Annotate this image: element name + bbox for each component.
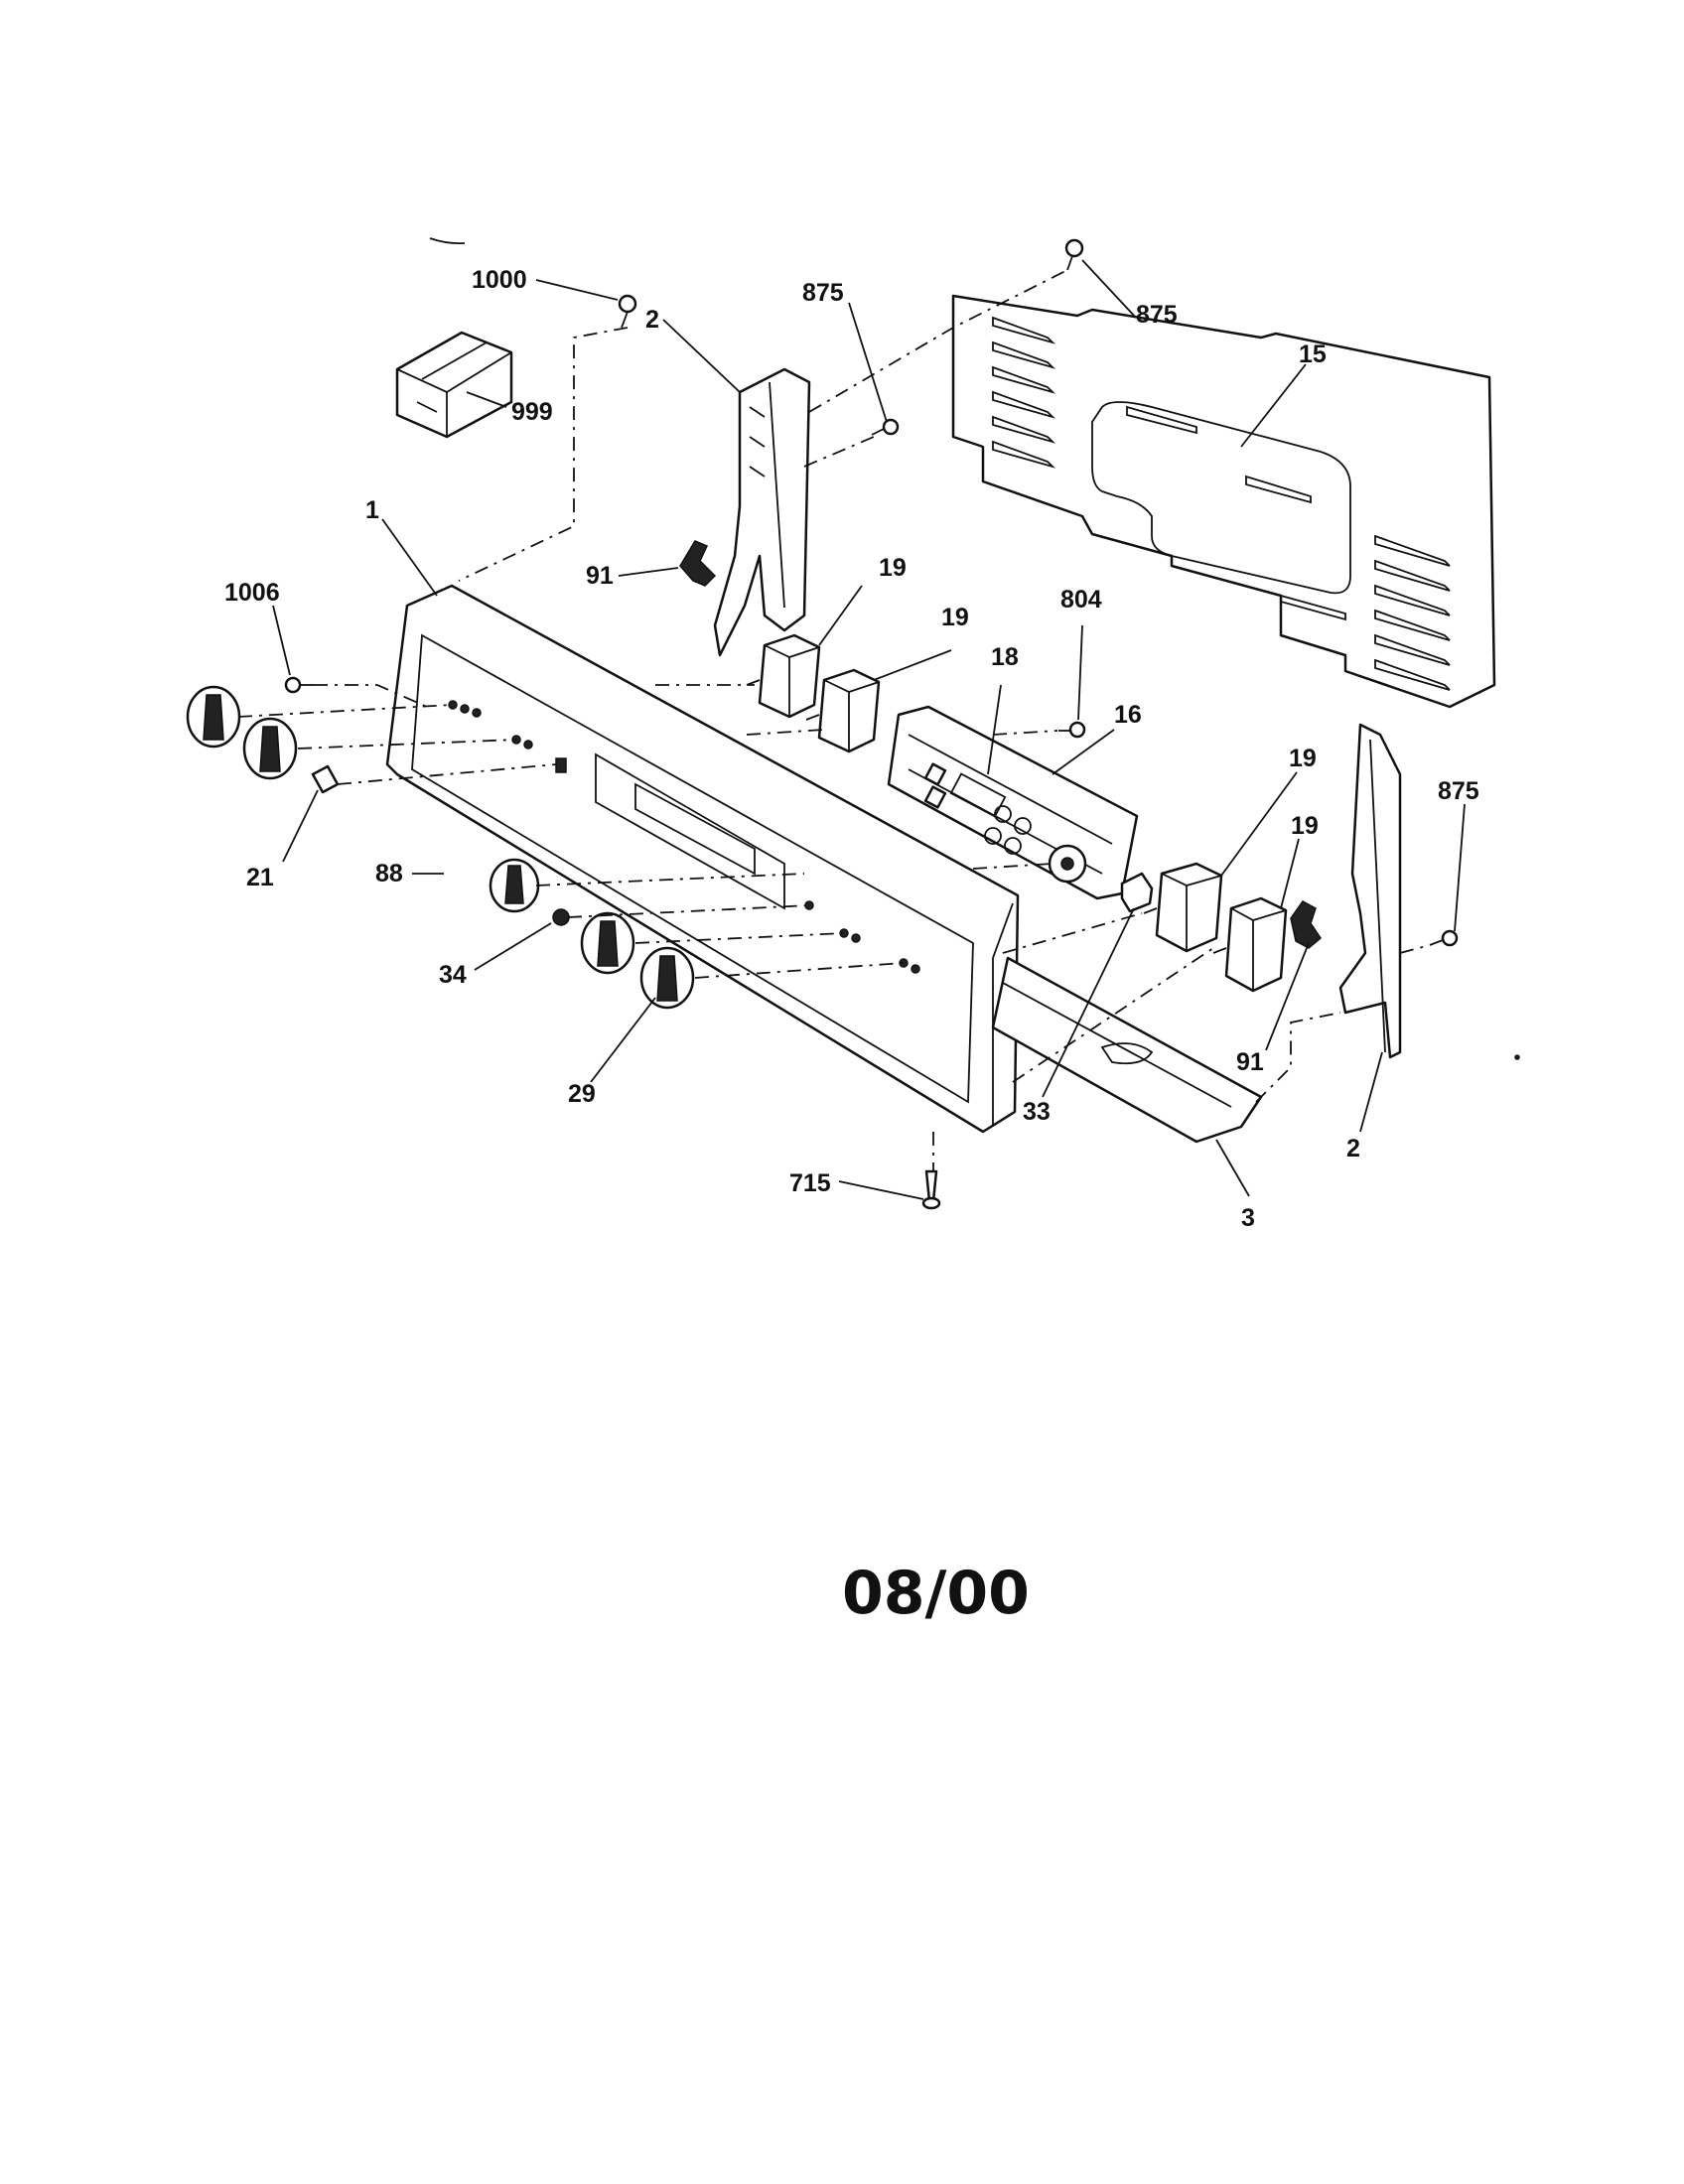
part-2-side-bracket-bottom: [1338, 723, 1402, 1059]
callout-15: 15: [1299, 341, 1327, 368]
callout-804: 804: [1060, 586, 1102, 614]
stray-dot: [1514, 1054, 1520, 1060]
callout-29: 29: [568, 1080, 596, 1108]
part-1-console-panel: [385, 584, 1020, 1134]
leader-lines: [272, 259, 1466, 1200]
part-29-knob: [639, 946, 695, 1010]
part-999-box: [395, 331, 513, 439]
assembly-lines: [237, 269, 1431, 1171]
callout-19-c: 19: [1289, 745, 1317, 772]
part-91-clip-bottom: [1290, 900, 1322, 949]
revision-date: 08/00: [842, 1559, 1030, 1628]
callout-16: 16: [1114, 701, 1142, 729]
callout-875-a: 875: [802, 279, 844, 307]
part-804-screw: [1058, 721, 1086, 739]
part-34-nut: [552, 908, 570, 926]
part-19-switch-b: [805, 668, 881, 753]
part-19-switch-d: [1212, 896, 1288, 993]
callout-3: 3: [1241, 1204, 1255, 1232]
callout-2-bottom: 2: [1346, 1135, 1360, 1162]
part-875-screw-b: [1064, 238, 1084, 271]
callout-91-a: 91: [586, 562, 614, 590]
callout-1: 1: [365, 496, 379, 524]
part-2-side-bracket-top: [713, 367, 811, 657]
callout-21: 21: [246, 864, 274, 891]
callout-875-b: 875: [1136, 301, 1178, 329]
knob-upper-left-2: [242, 717, 298, 780]
callout-2-top: 2: [645, 306, 659, 334]
callout-875-c: 875: [1438, 777, 1479, 805]
part-16-control-board: [887, 705, 1139, 900]
part-15-rear-panel: [951, 294, 1496, 709]
part-1006-screw: [284, 676, 314, 694]
callout-1006: 1006: [224, 579, 280, 607]
callout-715: 715: [789, 1169, 831, 1197]
knob-lower-1: [489, 858, 540, 913]
callout-34: 34: [439, 961, 467, 989]
callout-1000: 1000: [472, 266, 527, 294]
knob-upper-left-1: [186, 685, 241, 749]
part-3-lower-trim: [991, 956, 1263, 1144]
part-19-switch-a: [746, 633, 821, 719]
callout-19-d: 19: [1291, 812, 1319, 840]
stray-mark: [429, 237, 466, 245]
part-21-switch-knob: [311, 764, 340, 794]
part-19-switch-c: [1143, 862, 1223, 953]
part-33-connector: [1120, 872, 1154, 913]
part-91-clip-top: [679, 540, 717, 587]
part-875-screw-c: [1429, 929, 1459, 947]
callout-18: 18: [991, 643, 1019, 671]
callout-91-b: 91: [1236, 1048, 1264, 1076]
callout-19-a: 19: [879, 554, 907, 582]
callout-19-b: 19: [941, 604, 969, 631]
part-1000-screw: [618, 294, 637, 329]
knob-lower-2: [580, 911, 635, 975]
callout-33: 33: [1023, 1098, 1051, 1126]
callout-88: 88: [375, 860, 403, 887]
callout-999: 999: [511, 398, 553, 426]
part-715-screw: [921, 1169, 941, 1210]
part-875-screw-a: [871, 418, 900, 436]
callouts: 1000 2 875 875 15 999 1 91 1006 19 19 80…: [224, 266, 1479, 1232]
